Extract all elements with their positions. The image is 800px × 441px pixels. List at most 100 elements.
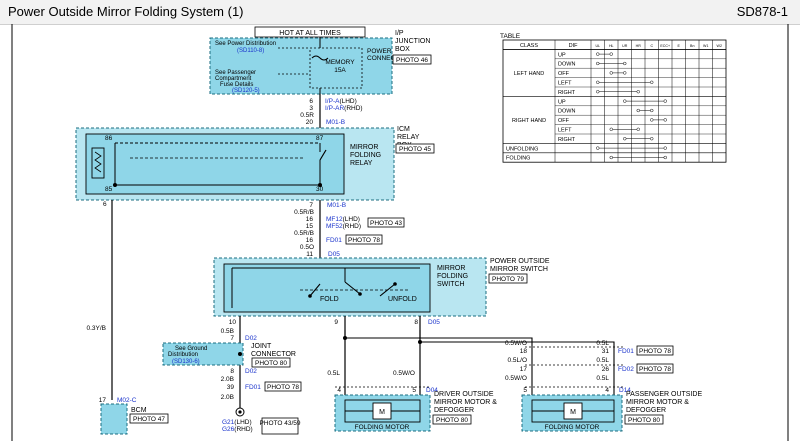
driver-photo-box[interactable] [432,414,472,425]
relay-name-line1: MIRROR [350,144,378,151]
conn-m02-c[interactable]: M02-C [117,397,137,404]
mid-pin-16: 16 [306,216,314,223]
see-ground-ref[interactable]: (SD130-6) [172,359,200,365]
junction-photo-ref[interactable]: PHOTO 46 [396,57,428,64]
see-power-distribution[interactable]: See Power Distribution [215,41,276,47]
conn-m01-b-top[interactable]: M01-B [326,119,345,126]
continuity-node-icon [650,80,654,84]
continuity-node-icon [636,90,640,94]
ground-photo-box[interactable] [261,417,299,435]
see-fuse-line1[interactable]: See Passenger [215,70,256,76]
conn-fd02-pass[interactable]: FD02 [618,366,634,373]
fd01-left-photo-box[interactable] [264,381,302,392]
driver-right-node [418,340,422,344]
fd01-mid-photo-ref[interactable]: PHOTO 78 [348,237,380,244]
hot-at-all-times-box [254,26,366,38]
continuity-node-icon [609,127,613,131]
table-header-cell: CLASS [520,43,538,49]
joint-connector-box [162,342,244,366]
pass-wire-05l-top: 0.5L [596,340,609,347]
driver-wire-05l: 0.5L [327,370,340,377]
switch-node-fold [308,294,312,298]
continuity-node-icon [596,146,600,150]
conn-ip-a-lhd[interactable]: I/P-A(LHD) [325,98,357,105]
ground-g21-lhd[interactable]: G21(LHD) [222,419,252,426]
junction-name-line2: JUNCTION [395,38,430,45]
title-bar: Power Outside Mirror Folding System (1) … [0,0,800,25]
see-ground-line2[interactable]: Distribution [168,352,198,358]
table-header-cell: HR [636,44,642,48]
switch-photo-box[interactable] [488,273,528,284]
driver-pin-5: 5 [412,387,416,394]
mf-photo-box[interactable] [367,217,405,228]
pass-wire-05l-bot: 0.5L [596,375,609,382]
fd01-left-photo-ref[interactable]: PHOTO 78 [267,384,299,391]
icm-photo-box[interactable] [395,143,435,154]
conn-d05-top[interactable]: D05 [328,251,340,258]
wire-05rb-2: 0.5R/B [294,230,314,237]
conn-mf52-rhd[interactable]: MF52(RHD) [326,223,361,230]
pass-wire-05wo-bot: 0.5W/O [505,375,527,382]
conn-m01-b-bottom[interactable]: M01-B [327,202,346,209]
conn-d04[interactable]: D04 [426,387,438,394]
table-header-cell: UL [595,44,600,48]
table-extra-row-label: UNFOLDING [506,146,538,152]
see-fuse-line3[interactable]: Fuse Details [220,82,253,88]
junction-pin-6: 6 [309,98,313,105]
continuity-node-icon [650,137,654,141]
continuity-node-icon [623,61,627,66]
switch-fold-label: FOLD [320,296,339,303]
see-fuse-ref[interactable]: (SD120-5) [232,88,260,94]
conn-d14[interactable]: D14 [619,387,631,394]
passenger-feed-wire-a [344,330,533,395]
mid-pin-16b: 16 [306,237,314,244]
mf-photo-ref[interactable]: PHOTO 43 [370,220,402,227]
see-power-distribution-ref[interactable]: (SD110-8) [237,48,264,54]
switch-inner-line1: MIRROR [437,265,465,272]
conn-ip-ar-rhd[interactable]: I/P-AR(RHD) [325,105,363,112]
bcm-label: BCM [131,407,147,414]
passenger-photo-ref[interactable]: PHOTO 80 [628,417,660,424]
wire-05b: 0.5B [221,328,234,335]
conn-d05-bottom[interactable]: D05 [428,319,440,326]
passenger-folding-motor-label: FOLDING MOTOR [545,424,600,431]
passenger-photo-box[interactable] [624,414,664,425]
conn-d02-top[interactable]: D02 [245,335,257,342]
joint-photo-box[interactable] [251,357,291,368]
conn-mf12-lhd[interactable]: MF12(LHD) [326,216,360,223]
see-fuse-line2[interactable]: Compartment [215,76,252,82]
conn-fd01-mid[interactable]: FD01 [326,237,342,244]
table-extra-row-label: FOLDING [506,156,530,162]
ground-photo-ref[interactable]: PHOTO 43/59 [259,420,300,427]
see-ground-line1[interactable]: See Ground [175,346,207,352]
driver-wire-05wo: 0.5W/O [393,370,415,377]
switch-node-unfold [393,282,397,286]
driver-photo-ref[interactable]: PHOTO 80 [436,417,468,424]
table-header-cell: HL [609,44,614,48]
conn-fd01-pass[interactable]: FD01 [618,348,634,355]
conn-fd01-left[interactable]: FD01 [245,384,261,391]
switch-name-line2: MIRROR SWITCH [490,266,548,273]
fd01-mid-photo-box[interactable] [345,234,383,245]
bcm-photo-box[interactable] [129,413,169,424]
icm-pin-6: 6 [103,201,107,208]
continuity-node-icon [596,61,600,66]
fd02-pass-photo-box[interactable] [636,363,674,374]
fd01-pass-photo-ref[interactable]: PHOTO 78 [639,348,671,355]
relay-coil-icon [91,147,105,179]
table-class-cell: RIGHT HAND [512,118,546,124]
switch-pin-8: 8 [414,319,418,326]
table-header-cell: E [678,44,681,48]
table-header-cell: W2 [717,44,722,48]
icm-photo-ref[interactable]: PHOTO 45 [399,146,431,153]
pass-pin-26: 26 [602,366,610,373]
switch-photo-ref[interactable]: PHOTO 79 [492,276,524,283]
fd02-pass-photo-ref[interactable]: PHOTO 78 [639,366,671,373]
joint-photo-ref[interactable]: PHOTO 80 [255,360,287,367]
junction-photo-box[interactable] [392,54,432,65]
bcm-photo-ref[interactable]: PHOTO 47 [133,416,165,423]
ground-g26-rhd[interactable]: G26(RHD) [222,426,253,433]
conn-d02-bottom[interactable]: D02 [245,368,257,375]
fd01-pass-photo-box[interactable] [636,345,674,356]
wire-03yb: 0.3Y/B [86,325,106,332]
